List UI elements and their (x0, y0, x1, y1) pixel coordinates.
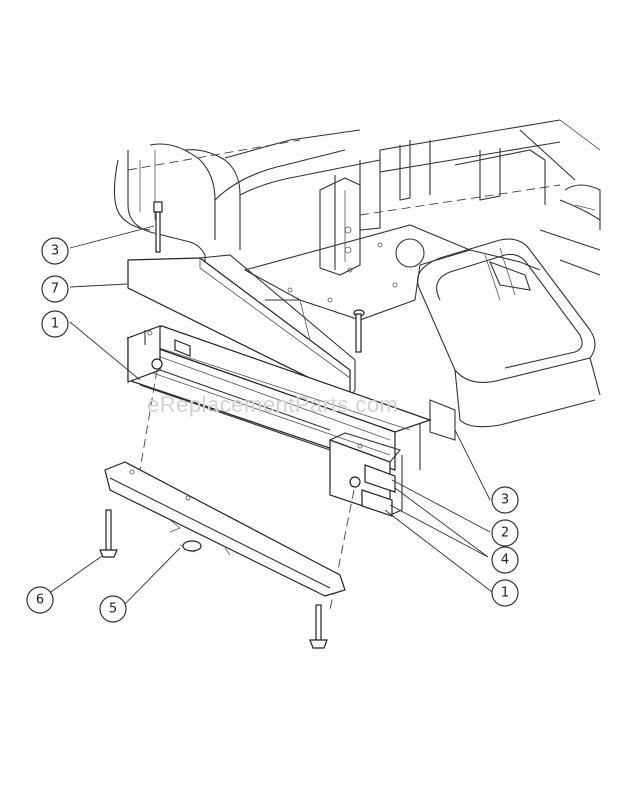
bumper-plate-part-7 (127, 254, 356, 399)
watermark-text: eReplacementParts.com (147, 392, 398, 417)
svg-text:5: 5 (109, 602, 117, 617)
svg-text:3: 3 (501, 493, 509, 508)
skid-plate-part-5 (104, 461, 346, 597)
screw-part-6-right (309, 604, 328, 649)
callout-3-right: 3 (491, 486, 519, 514)
bracket-parts-2-4 (174, 339, 396, 517)
callout-6: 6 (26, 586, 54, 614)
mower-frame-lineart (113, 119, 601, 470)
callout-1-left: 1 (41, 310, 69, 338)
svg-text:7: 7 (51, 282, 59, 297)
callout-5: 5 (99, 595, 127, 623)
svg-text:4: 4 (501, 553, 509, 568)
bolt-part-3-center (353, 309, 365, 353)
callout-2: 2 (491, 519, 519, 547)
svg-text:2: 2 (501, 526, 509, 541)
svg-text:1: 1 (501, 586, 509, 601)
callout-3-upper-left: 3 (41, 237, 69, 265)
callout-4: 4 (491, 546, 519, 574)
leader-lines (47, 225, 493, 608)
assembly-centerline-left (139, 369, 158, 471)
svg-text:6: 6 (36, 593, 44, 608)
screw-part-6-left (99, 509, 118, 558)
bumper-frame-part-1 (126, 325, 432, 516)
callout-1-right: 1 (491, 579, 519, 607)
bolt-part-3-left (153, 201, 163, 253)
svg-text:3: 3 (51, 244, 59, 259)
svg-text:1: 1 (51, 317, 59, 332)
callout-7: 7 (41, 275, 69, 303)
